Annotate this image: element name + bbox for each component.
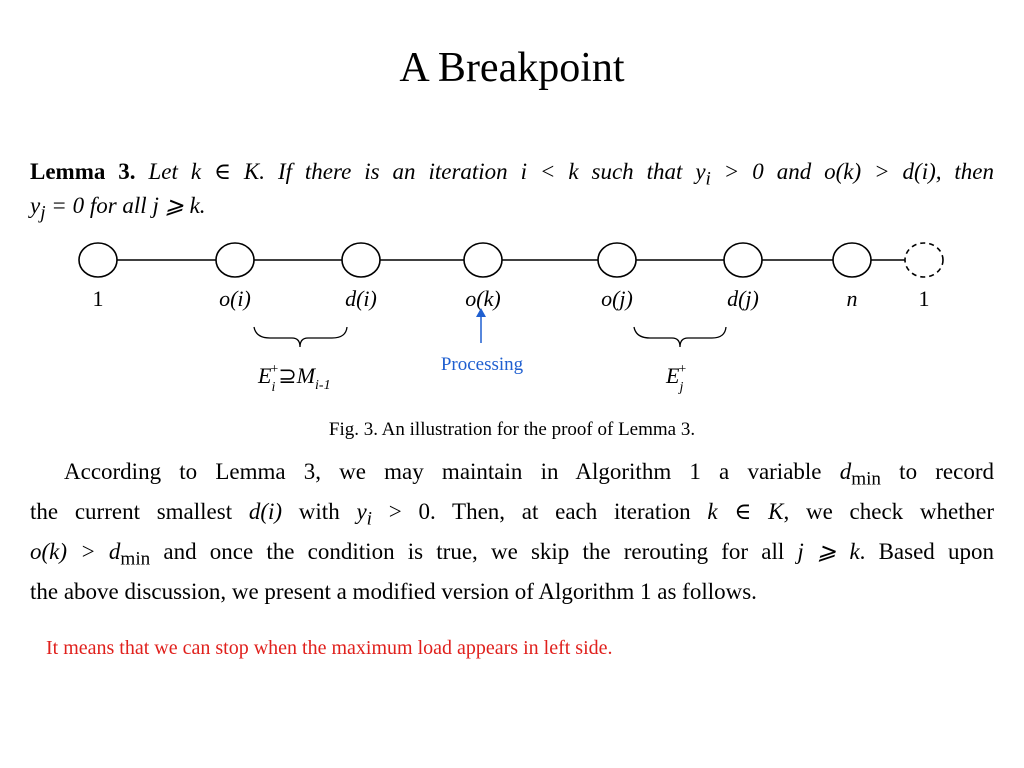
diagram-node-label: 1 <box>93 286 104 311</box>
diagram-node <box>463 242 503 278</box>
diagram-node <box>904 242 944 278</box>
diagram-node-label: o(k) <box>465 286 500 311</box>
diagram-node-label: n <box>847 286 858 311</box>
diagram-node <box>215 242 255 278</box>
lemma-label: Lemma 3. <box>30 159 136 184</box>
figure-caption: Fig. 3. An illustration for the proof of… <box>328 419 696 440</box>
lemma-line2-rest: = 0 for all j ⩾ k. <box>45 193 206 218</box>
diagram-node-label: d(j) <box>727 286 759 311</box>
para-line1: According to Lemma 3, we may maintain in… <box>64 459 994 490</box>
lemma-line2: yj = 0 for all j ⩾ k. <box>30 189 206 231</box>
processing-label: Processing <box>441 354 524 375</box>
left-brace <box>253 326 348 348</box>
para-line4: the above discussion, we present a modif… <box>30 579 757 605</box>
lemma-statement: Lemma 3. Let k ∈ K. If there is an itera… <box>30 155 994 197</box>
lemma-line1: Let k ∈ K. If there is an iteration i < … <box>148 159 706 184</box>
diagram-node-label: d(i) <box>345 286 377 311</box>
node-label-group: 1 o(i) d(i) o(k) o(j) d(j) n 1 <box>93 286 930 311</box>
para-line2: the current smallest d(i) with yi > 0. T… <box>30 499 994 530</box>
red-note: It means that we can stop when the maxim… <box>46 637 613 659</box>
processing-arrowhead <box>476 308 486 317</box>
diagram-node-label: o(j) <box>601 286 633 311</box>
body-paragraph: According to Lemma 3, we may maintain in… <box>30 456 994 609</box>
diagram-node <box>597 242 637 278</box>
diagram-node <box>832 242 872 278</box>
left-brace-label: Ei+⊇Mi-1 <box>257 362 331 395</box>
diagram-node-label: 1 <box>919 286 930 311</box>
diagram-node <box>723 242 763 278</box>
right-brace <box>633 326 727 348</box>
diagram-node <box>341 242 381 278</box>
lemma-line1-rest: > 0 and o(k) > d(i), then <box>710 159 995 184</box>
lemma-line2-y: y <box>30 193 41 218</box>
lemma-line1-sub: i <box>705 168 711 190</box>
para-line3: o(k) > dmin and once the condition is tr… <box>30 539 994 570</box>
lemma-line2-sub: j <box>40 202 46 224</box>
diagram-node <box>78 242 118 278</box>
lemma-diagram: 1 o(i) d(i) o(k) o(j) d(j) n 1 Ei+⊇Mi-1 Process… <box>78 242 944 395</box>
diagram-node-label: o(i) <box>219 286 251 311</box>
node-group <box>78 242 944 278</box>
slide-title: A Breakpoint <box>399 45 625 91</box>
right-brace-label: Ej+ <box>665 362 686 395</box>
